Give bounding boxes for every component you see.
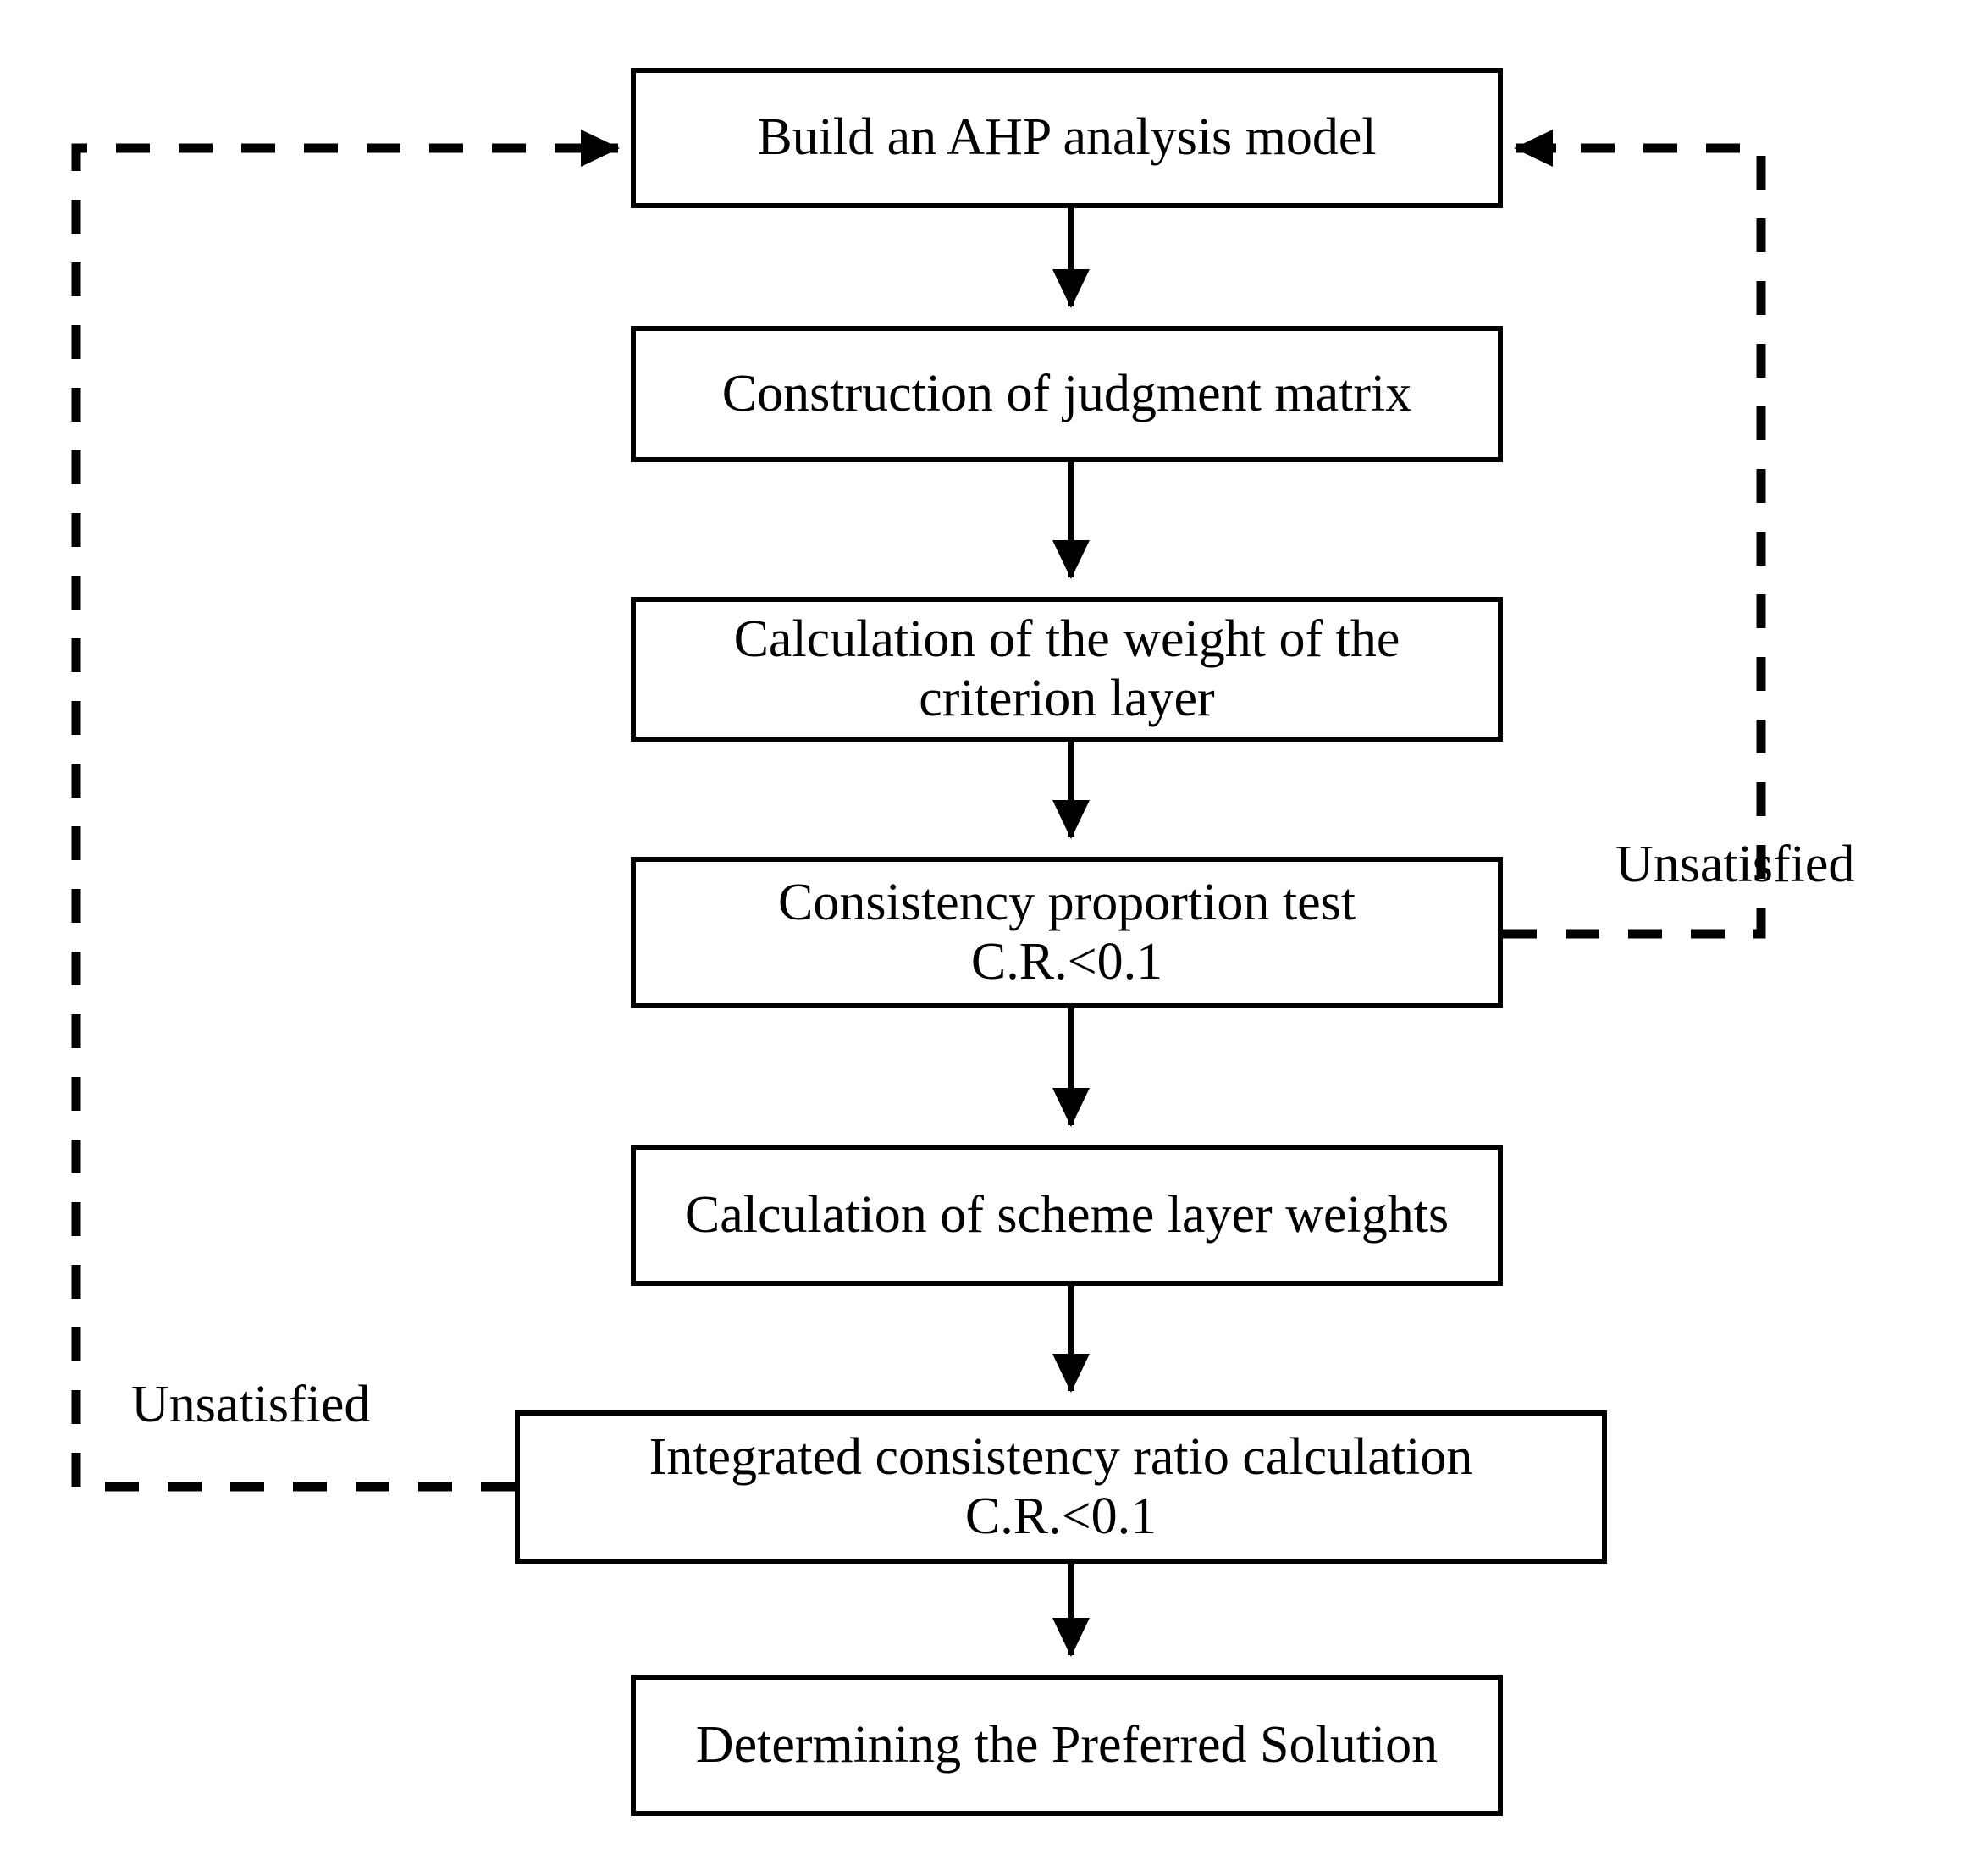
node-label: Build an AHP analysis model [757, 108, 1377, 167]
node-label: Construction of judgment matrix [721, 364, 1412, 422]
node-build-ahp-model[interactable]: Build an AHP analysis model [631, 68, 1503, 208]
node-scheme-layer-weights[interactable]: Calculation of scheme layer weights [631, 1145, 1503, 1286]
edge-n4-n1-dashed [1503, 143, 1766, 939]
node-label: Consistency proportion test C.R.<0.1 [778, 874, 1356, 991]
node-label: Determining the Preferred Solution [695, 1715, 1439, 1774]
edge-label-unsatisfied-left: Unsatisfied [131, 1376, 371, 1433]
node-determining-preferred-solution[interactable]: Determining the Preferred Solution [631, 1675, 1503, 1816]
node-construction-judgment-matrix[interactable]: Construction of judgment matrix [631, 326, 1503, 462]
node-label: Calculation of the weight of the criteri… [733, 610, 1400, 727]
node-label: Calculation of scheme layer weights [684, 1185, 1450, 1244]
node-integrated-consistency-ratio[interactable]: Integrated consistency ratio calculation… [515, 1410, 1607, 1564]
node-consistency-proportion-test[interactable]: Consistency proportion test C.R.<0.1 [631, 857, 1503, 1008]
node-label: Integrated consistency ratio calculation… [649, 1428, 1473, 1545]
edge-label-unsatisfied-right: Unsatisfied [1615, 836, 1855, 893]
node-criterion-layer-weight[interactable]: Calculation of the weight of the criteri… [631, 597, 1503, 742]
edge-n6-n1-dashed [71, 143, 586, 1492]
